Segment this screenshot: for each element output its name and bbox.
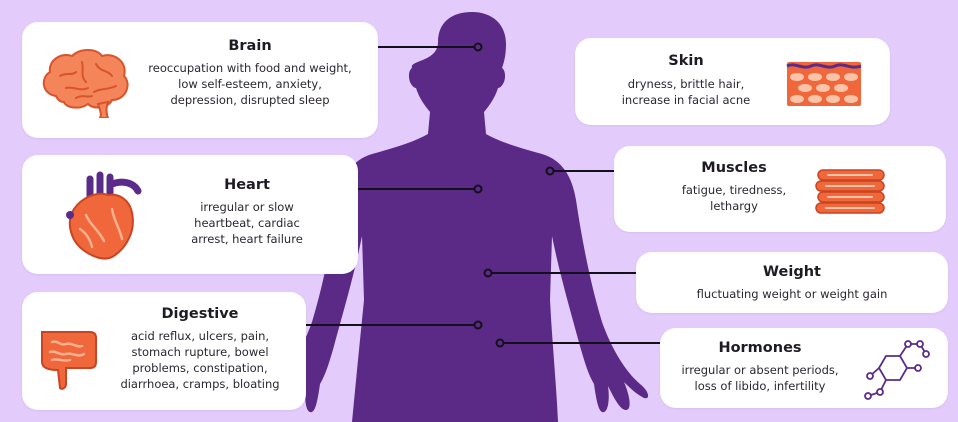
skin-cells-icon	[786, 62, 862, 106]
muscles-point	[545, 166, 555, 176]
weight-card: Weight fluctuating weight or weight gain	[636, 252, 948, 313]
muscles-description: fatigue, tiredness, lethargy	[681, 183, 787, 213]
muscles-card: Muscles fatigue, tiredness, lethargy	[614, 146, 946, 232]
human-silhouette	[265, 12, 649, 422]
digestive-point	[473, 320, 483, 330]
digestive-title: Digestive	[161, 306, 239, 322]
brain-point	[473, 42, 483, 52]
heart-point	[473, 184, 483, 194]
hormones-card: Hormones irregular or absent periods, lo…	[660, 328, 948, 408]
weight-description: fluctuating weight or weight gain	[696, 287, 888, 301]
digestive-description: acid reflux, ulcers, pain, stomach ruptu…	[120, 329, 280, 391]
muscle-fiber-icon	[815, 169, 885, 214]
weight-point	[483, 268, 493, 278]
skin-title: Skin	[668, 53, 704, 69]
heart-icon	[66, 171, 142, 260]
hormones-point	[495, 338, 505, 348]
hormones-title: Hormones	[718, 340, 802, 356]
brain-card: Brain reoccupation with food and weight,…	[22, 22, 378, 138]
heart-card: Heart irregular or slow heartbeat, cardi…	[22, 155, 358, 274]
heart-description: irregular or slow heartbeat, cardiac arr…	[191, 200, 303, 246]
brain-title: Brain	[228, 38, 272, 54]
brain-description: reoccupation with food and weight, low s…	[148, 61, 352, 107]
heart-title: Heart	[224, 177, 270, 193]
hormone-molecule-icon	[864, 340, 930, 400]
skin-description: dryness, brittle hair, increase in facia…	[621, 77, 751, 107]
intestine-icon	[41, 331, 97, 390]
hormones-description: irregular or absent periods, loss of lib…	[681, 363, 839, 393]
skin-card: Skin dryness, brittle hair, increase in …	[575, 38, 890, 125]
digestive-card: Digestive acid reflux, ulcers, pain, sto…	[22, 292, 306, 410]
muscles-title: Muscles	[701, 160, 767, 176]
weight-title: Weight	[763, 264, 821, 280]
brain-icon	[42, 49, 129, 118]
